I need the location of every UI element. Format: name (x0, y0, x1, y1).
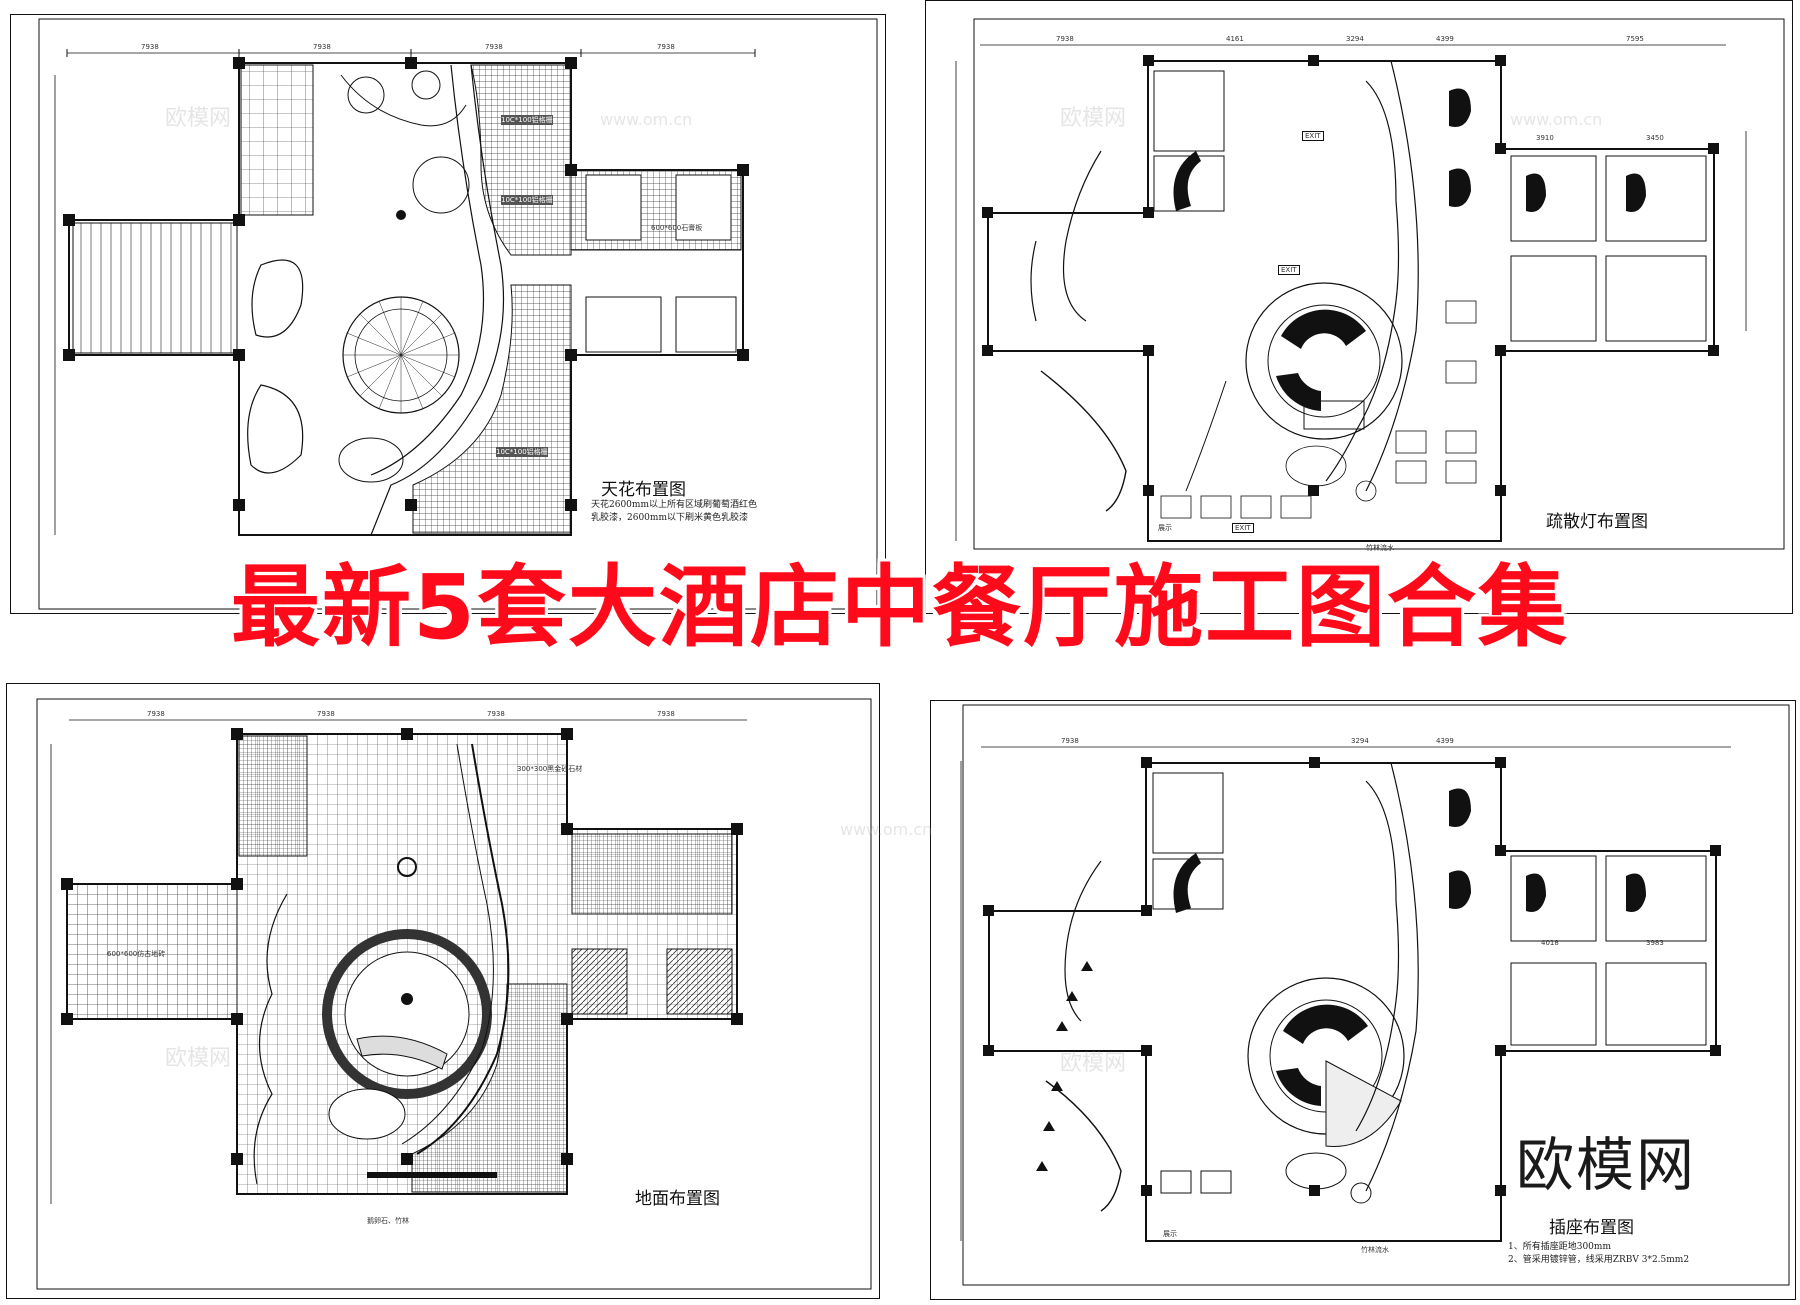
socket-dim-3: 4399 (1436, 737, 1454, 745)
ceiling-plan-drawing (38, 18, 878, 610)
socket-dim-1: 7938 (1061, 737, 1079, 745)
ceiling-plan-title: 天花布置图 (601, 480, 686, 500)
lighting-plan-title: 疏散灯布置图 (1546, 512, 1648, 532)
lighting-label-bamboo: 竹林流水 (1366, 544, 1394, 552)
floor-label-2: 600*600仿古地砖 (107, 950, 166, 958)
floor-dim-4: 7938 (657, 710, 675, 718)
socket-dim-4: 4018 (1541, 939, 1559, 947)
lighting-label-exit-1: EXIT (1302, 131, 1324, 141)
ceiling-dim-2: 7938 (313, 43, 331, 51)
lighting-plan-drawing (955, 18, 1785, 550)
ceiling-label-4: 10C*100铝格栅 (496, 447, 548, 457)
lighting-plan-sheet: 疏散灯布置图 EXIT EXIT EXIT 竹林流水 展示 7938 4161 … (925, 0, 1793, 614)
lighting-dim-1: 7938 (1056, 35, 1074, 43)
ceiling-plan-note-1: 天花2600mm以上所有区域刷葡萄酒红色 (591, 500, 757, 510)
lighting-dim-3: 3294 (1346, 35, 1364, 43)
socket-dim-2: 3294 (1351, 737, 1369, 745)
floor-plan-title: 地面布置图 (635, 1189, 720, 1209)
socket-label-bamboo: 竹林流水 (1361, 1246, 1389, 1254)
socket-plan-note-1: 1、所有插座距地300mm (1508, 1242, 1611, 1252)
ceiling-dim-4: 7938 (657, 43, 675, 51)
lighting-dim-4: 4399 (1436, 35, 1454, 43)
socket-plan-drawing (960, 704, 1790, 1286)
socket-plan-title: 插座布置图 (1549, 1218, 1634, 1238)
ceiling-label-3: 600*600石膏板 (651, 224, 703, 232)
ceiling-dim-1: 7938 (141, 43, 159, 51)
floor-plan-sheet: 地面布置图 300*300黑金砂石材 600*600仿古地砖 鹅卵石、竹林 79… (6, 683, 880, 1299)
ceiling-label-2: 10C*100铝格栅 (501, 195, 553, 205)
promo-banner: 最新5套大酒店中餐厅施工图合集 (231, 555, 1569, 659)
lighting-dim-6: 3910 (1536, 134, 1554, 142)
floor-plan-drawing (36, 698, 872, 1290)
floor-dim-2: 7938 (317, 710, 335, 718)
ceiling-label-1: 10C*100铝格栅 (501, 115, 553, 125)
site-logo: 欧模网 (1515, 1131, 1696, 1199)
lighting-label-exit-3: EXIT (1232, 523, 1254, 533)
socket-label-display: 展示 (1163, 1230, 1177, 1238)
floor-dim-3: 7938 (487, 710, 505, 718)
floor-label-3: 鹅卵石、竹林 (367, 1217, 409, 1225)
ceiling-dim-3: 7938 (485, 43, 503, 51)
lighting-dim-2: 4161 (1226, 35, 1244, 43)
lighting-dim-5: 7595 (1626, 35, 1644, 43)
socket-plan-note-2: 2、管采用镀锌管，线采用ZRBV 3*2.5mm2 (1508, 1255, 1690, 1265)
lighting-dim-7: 3450 (1646, 134, 1664, 142)
socket-dim-5: 3983 (1646, 939, 1664, 947)
ceiling-plan-note-2: 乳胶漆，2600mm以下刷米黄色乳胶漆 (591, 513, 748, 523)
lighting-label-display: 展示 (1158, 524, 1172, 532)
socket-plan-sheet: 插座布置图 1、所有插座距地300mm 2、管采用镀锌管，线采用ZRBV 3*2… (930, 700, 1796, 1300)
floor-dim-1: 7938 (147, 710, 165, 718)
lighting-label-exit-2: EXIT (1278, 265, 1300, 275)
floor-label-1: 300*300黑金砂石材 (517, 765, 583, 773)
ceiling-plan-sheet: 天花布置图 天花2600mm以上所有区域刷葡萄酒红色 乳胶漆，2600mm以下刷… (10, 14, 886, 614)
